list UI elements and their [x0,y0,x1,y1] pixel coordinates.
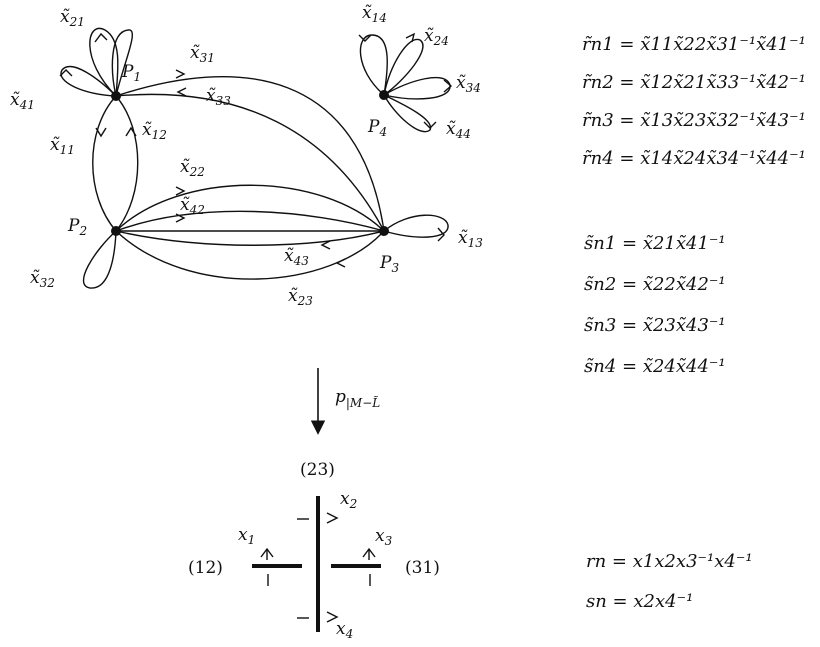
edge-x13 [383,214,449,238]
label-x4: x4 [336,619,353,641]
arrowhead [175,186,186,196]
label-x2: x2 [340,489,357,511]
arrowhead [405,32,416,43]
edge-x44 [383,94,432,133]
edge-x31 [115,75,385,232]
label-x22: x̃22 [180,157,205,179]
arrowhead [175,213,186,223]
label-x14: x̃14 [362,3,387,25]
relation-sn4: s̃n4 = x̃24x̃44⁻¹ [584,356,726,377]
label-23: (23) [300,460,335,480]
relation-sn1: s̃n1 = x̃21x̃41⁻¹ [584,233,726,254]
arrowhead [437,227,445,242]
edge-x12 [115,95,139,232]
label-x34: x̃34 [456,73,481,95]
relation-rn: rn = x1x2x3⁻¹x4⁻¹ [586,551,753,572]
x4-arrow [326,611,339,623]
vertex-P4 [379,90,389,100]
arrowhead [320,240,331,250]
label-x32: x̃32 [30,268,55,290]
edge-x22 [115,184,385,232]
label-x31: x̃31 [190,43,215,65]
label-x42: x̃42 [180,195,205,217]
relations-r: r̃n1 = x̃11x̃22x̃31⁻¹x̃41⁻¹ r̃n2 = x̃12x… [582,34,806,169]
edge-x23 [115,230,385,280]
edge-x33 [115,93,385,232]
arrowhead [358,34,372,42]
relation-rn4: r̃n4 = x̃14x̃24x̃34⁻¹x̃44⁻¹ [582,148,806,169]
arrowhead [176,87,187,97]
edge-x24 [383,38,424,96]
label-x12: x̃12 [142,120,167,142]
edge-labels: x̃21 x̃41 x̃31 x̃33 x̃11 x̃12 x̃22 x̃42 … [10,3,483,308]
vertex-label-P2: P2 [67,216,87,238]
arrowhead [335,258,346,268]
label-x11: x̃11 [50,135,75,157]
edge-x21b [111,29,133,97]
vertex-P2 [111,226,121,236]
arrowhead [59,69,73,77]
vertex-P3 [379,226,389,236]
label-x33: x̃33 [206,86,231,108]
relation-sn3: s̃n3 = x̃23x̃43⁻¹ [584,315,726,336]
base-relations: rn = x1x2x3⁻¹x4⁻¹ sn = x2x4⁻¹ [586,551,753,612]
relation-sn: sn = x2x4⁻¹ [586,591,693,612]
label-x23: x̃23 [288,286,313,308]
arrowhead [95,127,107,138]
edge-x42 [115,210,385,232]
label-x41: x̃41 [10,90,35,112]
relation-sn2: s̃n2 = x̃22x̃42⁻¹ [584,274,726,295]
edge-x34 [383,77,451,100]
label-x1: x1 [238,525,255,547]
vertex-label-P1: P1 [121,62,141,84]
label-x24: x̃24 [424,26,449,48]
vertex-label-P3: P3 [379,253,399,275]
edge-x32 [83,230,117,289]
edge-x43 [115,230,385,246]
edge-x11 [92,95,117,232]
edge-x41 [60,65,117,97]
label-x44: x̃44 [446,119,471,141]
arrowhead [94,32,108,43]
x2-arrow [326,512,339,524]
relations-s: s̃n1 = x̃21x̃41⁻¹ s̃n2 = x̃22x̃42⁻¹ s̃n3… [584,233,726,377]
arrowhead [423,121,437,129]
arrowhead [125,126,137,137]
edge-x14 [359,34,388,96]
label-x3: x3 [375,526,393,548]
relation-rn1: r̃n1 = x̃11x̃22x̃31⁻¹x̃41⁻¹ [582,34,806,55]
label-x13: x̃13 [458,228,483,250]
arrowhead [175,69,186,79]
label-x21: x̃21 [60,7,85,29]
arrowhead [443,79,453,93]
label-31: (31) [405,558,440,578]
projection-label: p|M−L̃ [335,387,380,410]
label-x43: x̃43 [284,246,309,268]
relation-rn2: r̃n2 = x̃12x̃21x̃33⁻¹x̃42⁻¹ [582,72,806,93]
edge-x21 [89,27,119,97]
vertex-label-P4: P4 [367,117,387,139]
vertex-P1 [111,91,121,101]
relation-rn3: r̃n3 = x̃13x̃23x̃32⁻¹x̃43⁻¹ [582,110,806,131]
label-12: (12) [188,558,223,578]
